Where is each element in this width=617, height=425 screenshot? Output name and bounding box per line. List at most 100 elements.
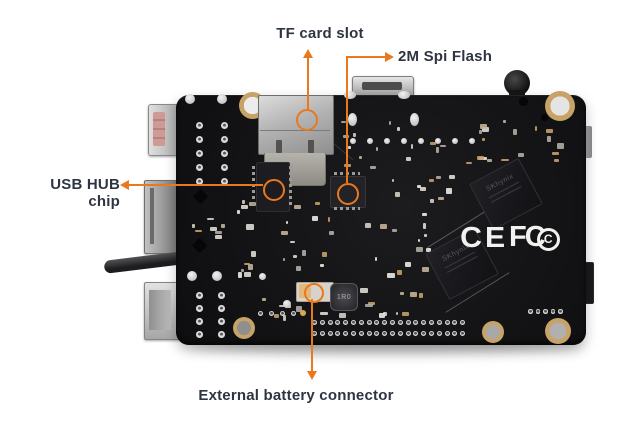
solder-dot xyxy=(187,271,197,281)
gpio-hole xyxy=(444,320,450,325)
highlight-ring-battery xyxy=(304,283,324,303)
smd-pad xyxy=(424,233,427,237)
left-connector-mid-slot xyxy=(150,188,154,244)
smd-pad xyxy=(440,144,447,148)
solder-dot xyxy=(218,318,225,325)
gpio-hole xyxy=(312,320,317,325)
gpio-hole xyxy=(452,331,458,336)
solder-dot xyxy=(221,136,228,143)
solder-dot xyxy=(435,138,441,144)
smd-pad xyxy=(448,174,455,180)
solder-pad xyxy=(348,113,357,126)
smd-pad xyxy=(293,204,301,210)
tf-card-slot xyxy=(258,95,334,155)
callout-line xyxy=(307,57,309,110)
drill-hole xyxy=(519,97,528,106)
drill-hole xyxy=(541,114,548,121)
solder-dot xyxy=(196,305,203,312)
smd-pad xyxy=(429,142,436,146)
smd-pad xyxy=(478,129,482,134)
smd-pad xyxy=(302,250,307,257)
gpio-hole xyxy=(460,320,466,325)
solder-dot xyxy=(196,150,203,157)
smd-pad xyxy=(435,175,441,179)
smd-pad xyxy=(501,159,509,162)
smd-pad xyxy=(482,126,489,133)
smd-pad xyxy=(261,298,267,302)
tf-card-slot-notch xyxy=(308,140,314,153)
smd-pad xyxy=(476,156,485,160)
smd-pad xyxy=(418,293,423,298)
smd-pad xyxy=(296,305,303,312)
solder-pad xyxy=(410,113,419,126)
gpio-hole xyxy=(343,331,349,336)
smd-pad xyxy=(237,271,243,278)
highlight-ring-usb-hub xyxy=(263,179,285,201)
smd-pad xyxy=(320,264,324,267)
chip-pins xyxy=(252,166,255,206)
smd-pad xyxy=(397,270,403,275)
smd-pad xyxy=(513,129,517,135)
gpio-hole xyxy=(397,320,403,325)
smd-pad xyxy=(395,312,399,316)
solder-dot xyxy=(258,311,263,316)
solder-dot xyxy=(221,122,228,129)
solder-dot xyxy=(452,138,458,144)
smd-pad xyxy=(480,123,488,129)
label-tf-card-slot: TF card slot xyxy=(276,25,364,42)
hdmi-connector-slot xyxy=(362,82,402,90)
gpio-hole xyxy=(374,320,380,325)
smd-pad xyxy=(341,121,346,124)
smd-pad xyxy=(405,156,412,162)
gold-pad xyxy=(300,310,306,316)
smd-pad xyxy=(241,205,248,210)
smd-pad xyxy=(289,241,295,244)
mounting-hole xyxy=(545,91,575,121)
smd-pad xyxy=(535,125,538,131)
smd-pad xyxy=(282,257,286,261)
smd-pad xyxy=(210,226,217,232)
solder-dot xyxy=(283,300,291,308)
arrowhead-right-icon xyxy=(385,52,394,62)
solder-dot xyxy=(221,178,228,185)
smd-pad xyxy=(547,136,552,143)
smd-pad xyxy=(364,223,372,229)
gpio-hole xyxy=(436,320,442,325)
smd-pad xyxy=(486,159,492,163)
smd-pad xyxy=(391,228,398,232)
highlight-ring-tf xyxy=(296,109,318,131)
smd-pad xyxy=(518,152,524,157)
smd-pad xyxy=(375,147,379,152)
smd-pad xyxy=(251,251,256,257)
smd-pad xyxy=(241,268,245,273)
arrowhead-up-icon xyxy=(303,49,313,58)
smd-pad xyxy=(418,239,421,243)
solder-dot xyxy=(196,292,203,299)
gpio-hole xyxy=(366,320,372,325)
smd-pad xyxy=(425,248,432,252)
smd-pad xyxy=(214,234,222,240)
solder-dot xyxy=(269,311,274,316)
smd-pad xyxy=(389,121,392,125)
gpio-hole xyxy=(421,320,427,325)
gpio-hole xyxy=(312,331,317,336)
solder-dot xyxy=(401,138,407,144)
solder-dot xyxy=(185,94,195,104)
gpio-hole xyxy=(436,331,442,336)
gpio-hole xyxy=(452,320,458,325)
smd-pad xyxy=(352,132,356,138)
fcc-mark: FC C xyxy=(509,221,560,254)
chip-pins xyxy=(334,207,360,210)
tf-card-slot-notch xyxy=(276,140,282,153)
smd-pad xyxy=(466,161,473,165)
left-connector-contacts xyxy=(153,112,165,146)
callout-line xyxy=(346,56,348,183)
smd-pad xyxy=(416,246,423,252)
gpio-hole xyxy=(351,320,356,325)
smd-pad xyxy=(281,230,288,236)
smd-pad xyxy=(338,312,346,319)
mounting-hole xyxy=(545,318,571,344)
gpio-hole xyxy=(343,320,349,325)
smd-pad xyxy=(244,272,252,277)
smd-pad xyxy=(359,155,362,159)
